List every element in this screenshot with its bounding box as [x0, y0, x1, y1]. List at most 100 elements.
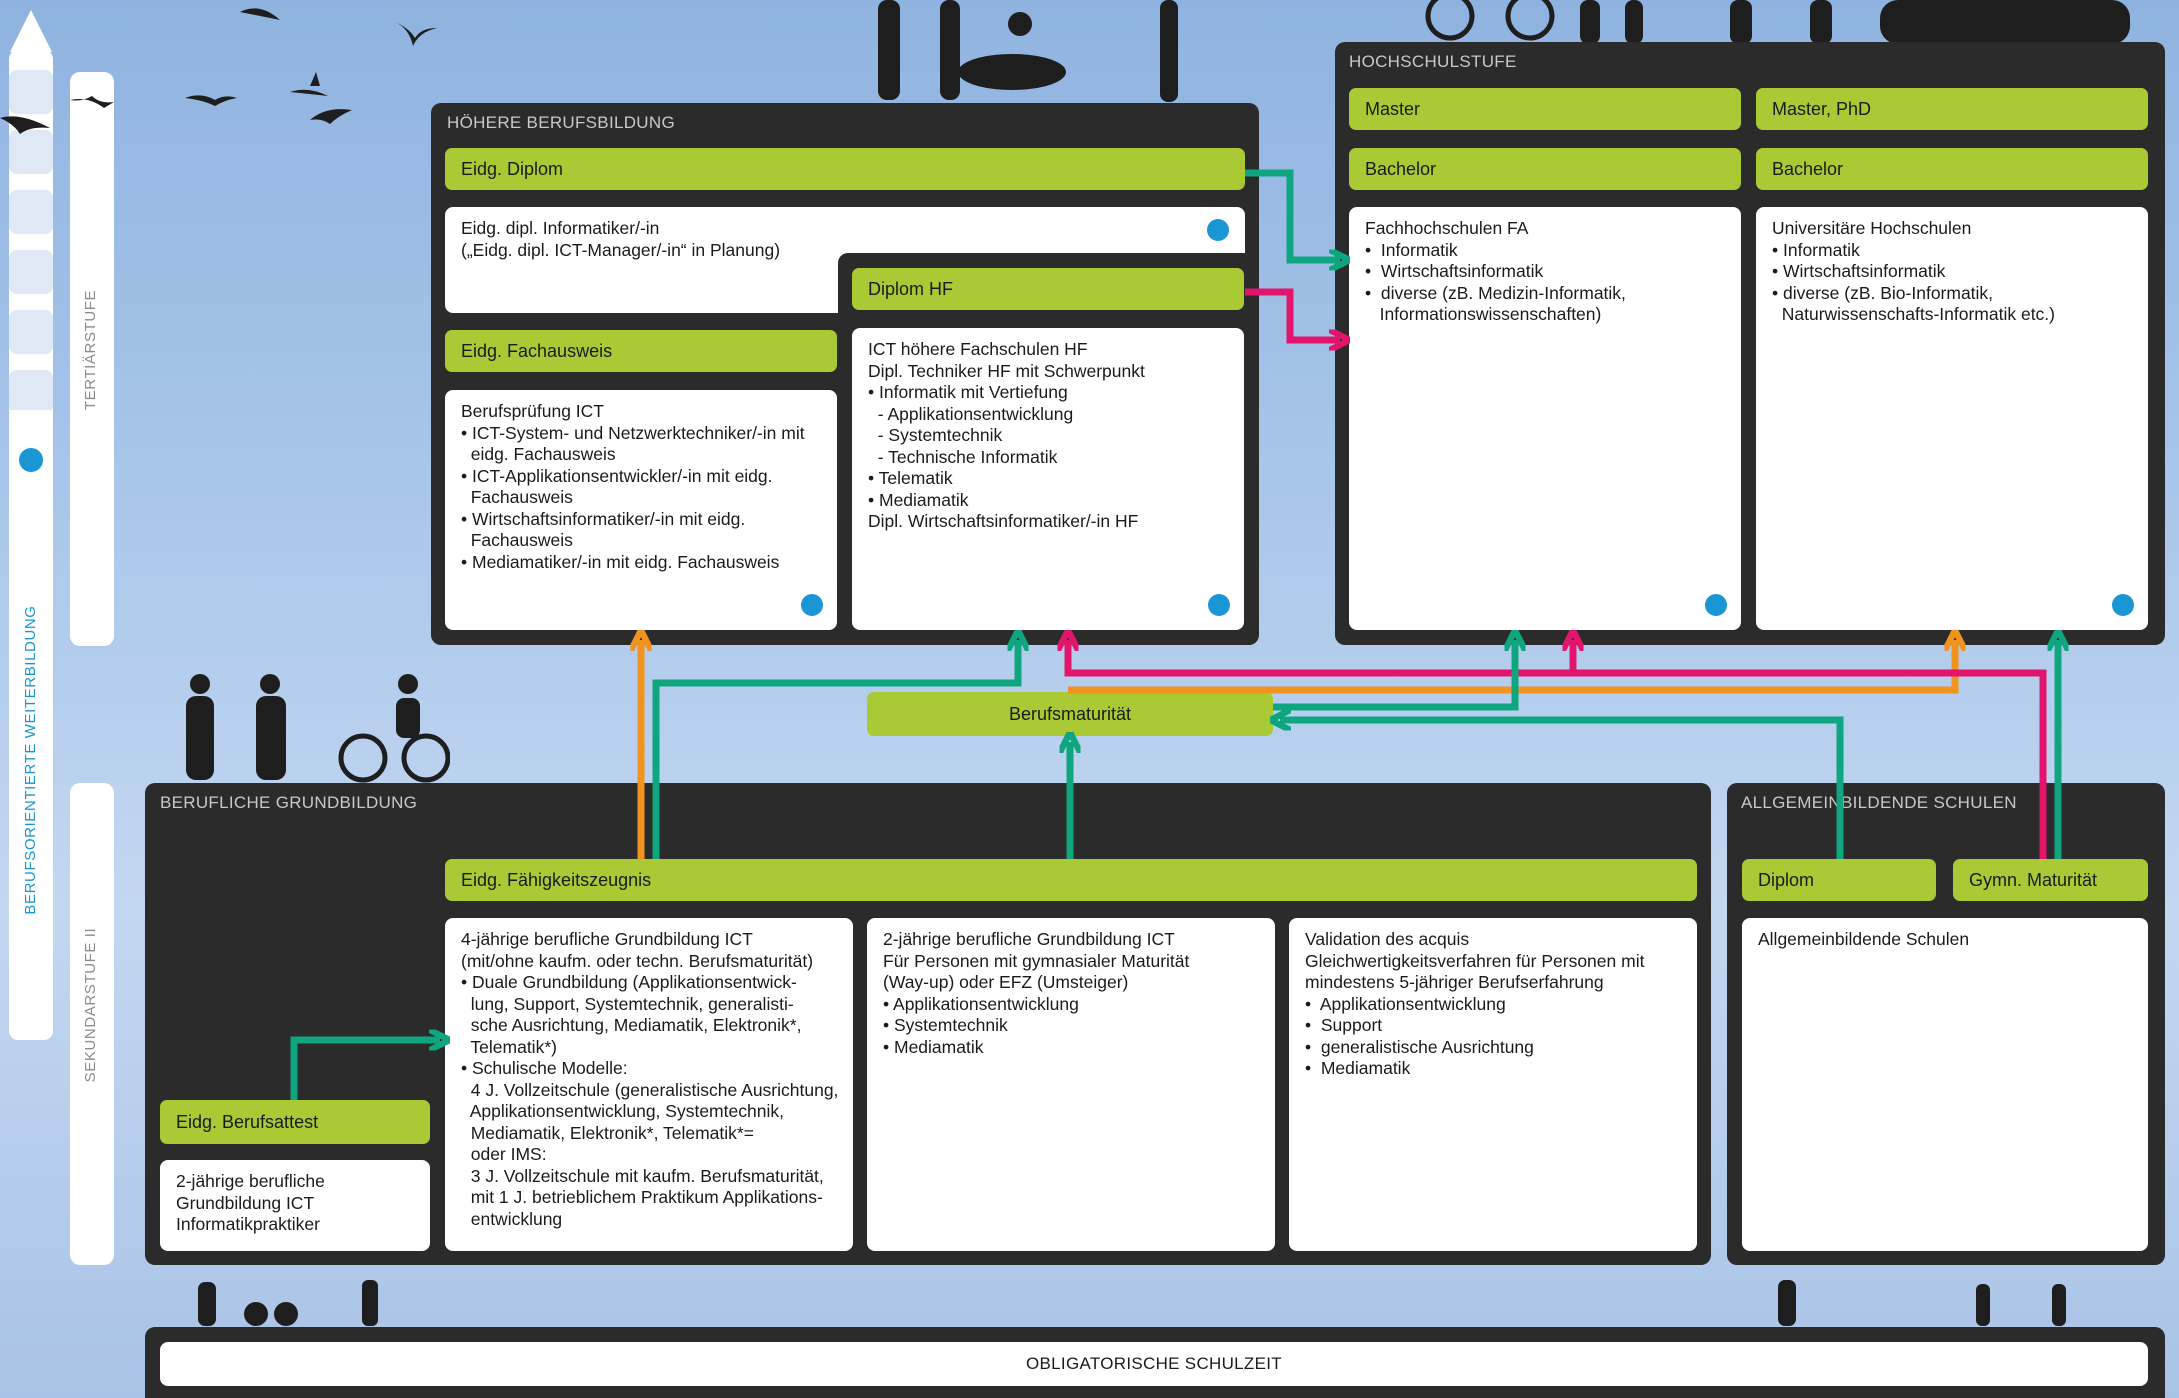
walkers-silhouette-top [878, 0, 1178, 102]
info-dot-icon[interactable] [1207, 219, 1229, 241]
fh-box-line: • diverse (zB. Medizin-Informatik, [1365, 282, 1626, 303]
gymn-matura-label: Gymn. Maturität [1953, 859, 2148, 901]
birds-silhouette [0, 8, 437, 134]
attest-box-line: Informatikpraktiker [176, 1214, 320, 1234]
fh-box-line: Informationswissenschaften) [1365, 304, 1602, 324]
tertiary-level-bar: TERTIÄRSTUFE [70, 72, 114, 646]
general-schools-box-line: Allgemeinbildende Schulen [1758, 929, 1970, 949]
exam-box-line: Fachausweis [461, 487, 573, 507]
diploma-box-line: („Eidg. dipl. ICT-Manager/-in“ in Planun… [461, 239, 781, 260]
arrow-efz-to-hf [652, 640, 1018, 859]
hf-box-line: • Mediamatik [868, 489, 969, 510]
box4y-line: oder IMS: [461, 1144, 547, 1164]
info-dot-icon[interactable] [801, 594, 823, 616]
hf-box-line: Dipl. Wirtschaftsinformatiker/-in HF [868, 511, 1139, 531]
exam-box-line: Berufsprüfung ICT [461, 401, 604, 421]
box4y-line: sche Ausrichtung, Mediamatik, Elektronik… [461, 1015, 802, 1035]
box4y-line: Mediamatik, Elektronik*, Telematik*= [461, 1122, 754, 1143]
children-silhouette-bottom [198, 1280, 2066, 1326]
grundbildung-2y-box: 2-jährige berufliche Grundbildung ICT Fü… [867, 918, 1275, 1251]
uni-box-line: • Wirtschaftsinformatik [1772, 261, 1946, 281]
box4y-line: (mit/ohne kaufm. oder techn. Berufsmatur… [461, 950, 814, 971]
fh-bachelor-label: Bachelor [1349, 148, 1741, 190]
eidg-fachausweis-label: Eidg. Fachausweis [445, 330, 837, 372]
fh-box: Fachhochschulen FA • Informatik • Wirtsc… [1349, 207, 1741, 630]
validation-line: • Support [1305, 1015, 1383, 1035]
arrow-matura-to-fh [1068, 640, 2047, 859]
higher-vocational-title: HÖHERE BERUFSBILDUNG [447, 113, 675, 132]
exam-box-line: • ICT-Applikationsentwickler/-in mit eid… [461, 465, 773, 486]
validation-box: Validation des acquis Gleichwertigkeitsv… [1289, 918, 1697, 1251]
box4y-line: lung, Support, Systemtechnik, generalist… [461, 993, 794, 1014]
compulsory-bar: OBLIGATORISCHE SCHULZEIT [160, 1342, 2148, 1386]
arrow-diplom-to-bm [1280, 720, 1844, 859]
hf-box-line: Dipl. Techniker HF mit Schwerpunkt [868, 360, 1145, 381]
general-schools-box: Allgemeinbildende Schulen [1742, 918, 2148, 1251]
fh-box-line: • Informatik [1365, 239, 1458, 260]
attest-box-line: Grundbildung ICT [176, 1192, 315, 1213]
info-dot-icon[interactable] [1705, 594, 1727, 616]
hf-box-line: - Systemtechnik [868, 425, 1003, 445]
secondary-level-bar: SEKUNDARSTUFE II [70, 783, 114, 1265]
exam-box-line: Fachausweis [461, 530, 573, 550]
uni-bachelor-label: Bachelor [1756, 148, 2148, 190]
hf-box: ICT höhere Fachschulen HF Dipl. Technike… [852, 328, 1244, 630]
hf-box-line: - Applikationsentwicklung [868, 403, 1074, 424]
info-dot-icon[interactable] [2112, 594, 2134, 616]
cyclists-silhouette-top [1425, 0, 2130, 44]
berufsattest-label: Eidg. Berufsattest [160, 1100, 430, 1144]
box2y-line: • Systemtechnik [883, 1015, 1008, 1035]
berufsattest-box: 2-jährige berufliche Grundbildung ICT In… [160, 1160, 430, 1251]
validation-line: • generalistische Ausrichtung [1305, 1036, 1534, 1057]
box2y-line: • Applikationsentwicklung [883, 993, 1079, 1014]
hf-box-line: ICT höhere Fachschulen HF [868, 339, 1088, 359]
box2y-line: 2-jährige berufliche Grundbildung ICT [883, 929, 1175, 949]
hf-box-line: • Informatik mit Vertiefung [868, 382, 1068, 402]
university-title: HOCHSCHULSTUFE [1349, 52, 1517, 71]
fh-box-line: Fachhochschulen FA [1365, 218, 1529, 238]
attest-box-line: 2-jährige berufliche [176, 1171, 325, 1191]
fh-master-label: Master [1349, 88, 1741, 130]
general-diploma-label: Diplom [1742, 859, 1936, 901]
box4y-line: 4 J. Vollzeitschule (generalistische Aus… [461, 1079, 839, 1100]
exam-box-line: • Wirtschaftsinformatiker/-in mit eidg. [461, 508, 746, 529]
uni-box-line: • diverse (zB. Bio-Informatik, [1772, 282, 1994, 303]
box2y-line: (Way-up) oder EFZ (Umsteiger) [883, 972, 1129, 992]
box4y-line: 4-jährige berufliche Grundbildung ICT [461, 929, 753, 949]
eidg-diplom-label: Eidg. Diplom [445, 148, 1245, 190]
box4y-line: entwicklung [461, 1208, 563, 1229]
exam-box-line: eidg. Fachausweis [461, 444, 616, 464]
diplom-hf-label: Diplom HF [852, 268, 1244, 310]
validation-line: Gleichwertigkeitsverfahren für Personen … [1305, 950, 1645, 971]
berufsmaturitaet-label: Berufsmaturität [867, 692, 1273, 736]
arrow-hf-to-fh [1245, 288, 1340, 340]
berufspruefung-box: Berufsprüfung ICT • ICT-System- und Netz… [445, 390, 837, 630]
basic-vocational-title: BERUFLICHE GRUNDBILDUNG [160, 793, 418, 812]
info-dot-icon[interactable] [1208, 594, 1230, 616]
box4y-line: mit 1 J. betrieblichem Praktikum Applika… [461, 1187, 823, 1207]
up-arrow-icon [10, 10, 52, 55]
exam-box-line: • ICT-System- und Netzwerktechniker/-in … [461, 422, 805, 443]
arrow-bm-to-fh [1273, 640, 1515, 711]
fh-box-line: • Wirtschaftsinformatik [1365, 261, 1544, 281]
efz-label: Eidg. Fähigkeitszeugnis [445, 859, 1697, 901]
walkers-silhouette-middle [186, 674, 450, 783]
box2y-line: Für Personen mit gymnasialer Maturität [883, 950, 1190, 971]
hf-box-line: - Technische Informatik [868, 446, 1058, 467]
box4y-line: • Duale Grundbildung (Applikationsentwic… [461, 972, 797, 992]
side-track-step-marks [9, 70, 53, 410]
box4y-line: • Schulische Modelle: [461, 1058, 628, 1078]
uni-box-line: • Informatik [1772, 239, 1860, 260]
uni-box-line: Universitäre Hochschulen [1772, 218, 1972, 238]
side-track-dot [19, 448, 43, 472]
uni-box: Universitäre Hochschulen • Informatik • … [1756, 207, 2148, 630]
grundbildung-4y-box: 4-jährige berufliche Grundbildung ICT (m… [445, 918, 853, 1251]
box2y-line: • Mediamatik [883, 1036, 984, 1057]
diploma-box-line: Eidg. dipl. Informatiker/-in [461, 218, 660, 238]
box4y-line: 3 J. Vollzeitschule mit kaufm. Berufsmat… [461, 1165, 824, 1186]
exam-box-line: • Mediamatiker/-in mit eidg. Fachausweis [461, 551, 780, 572]
box4y-line: Applikationsentwicklung, Systemtechnik, [461, 1101, 784, 1121]
validation-line: Validation des acquis [1305, 929, 1470, 949]
box4y-line: Telematik*) [461, 1036, 557, 1057]
